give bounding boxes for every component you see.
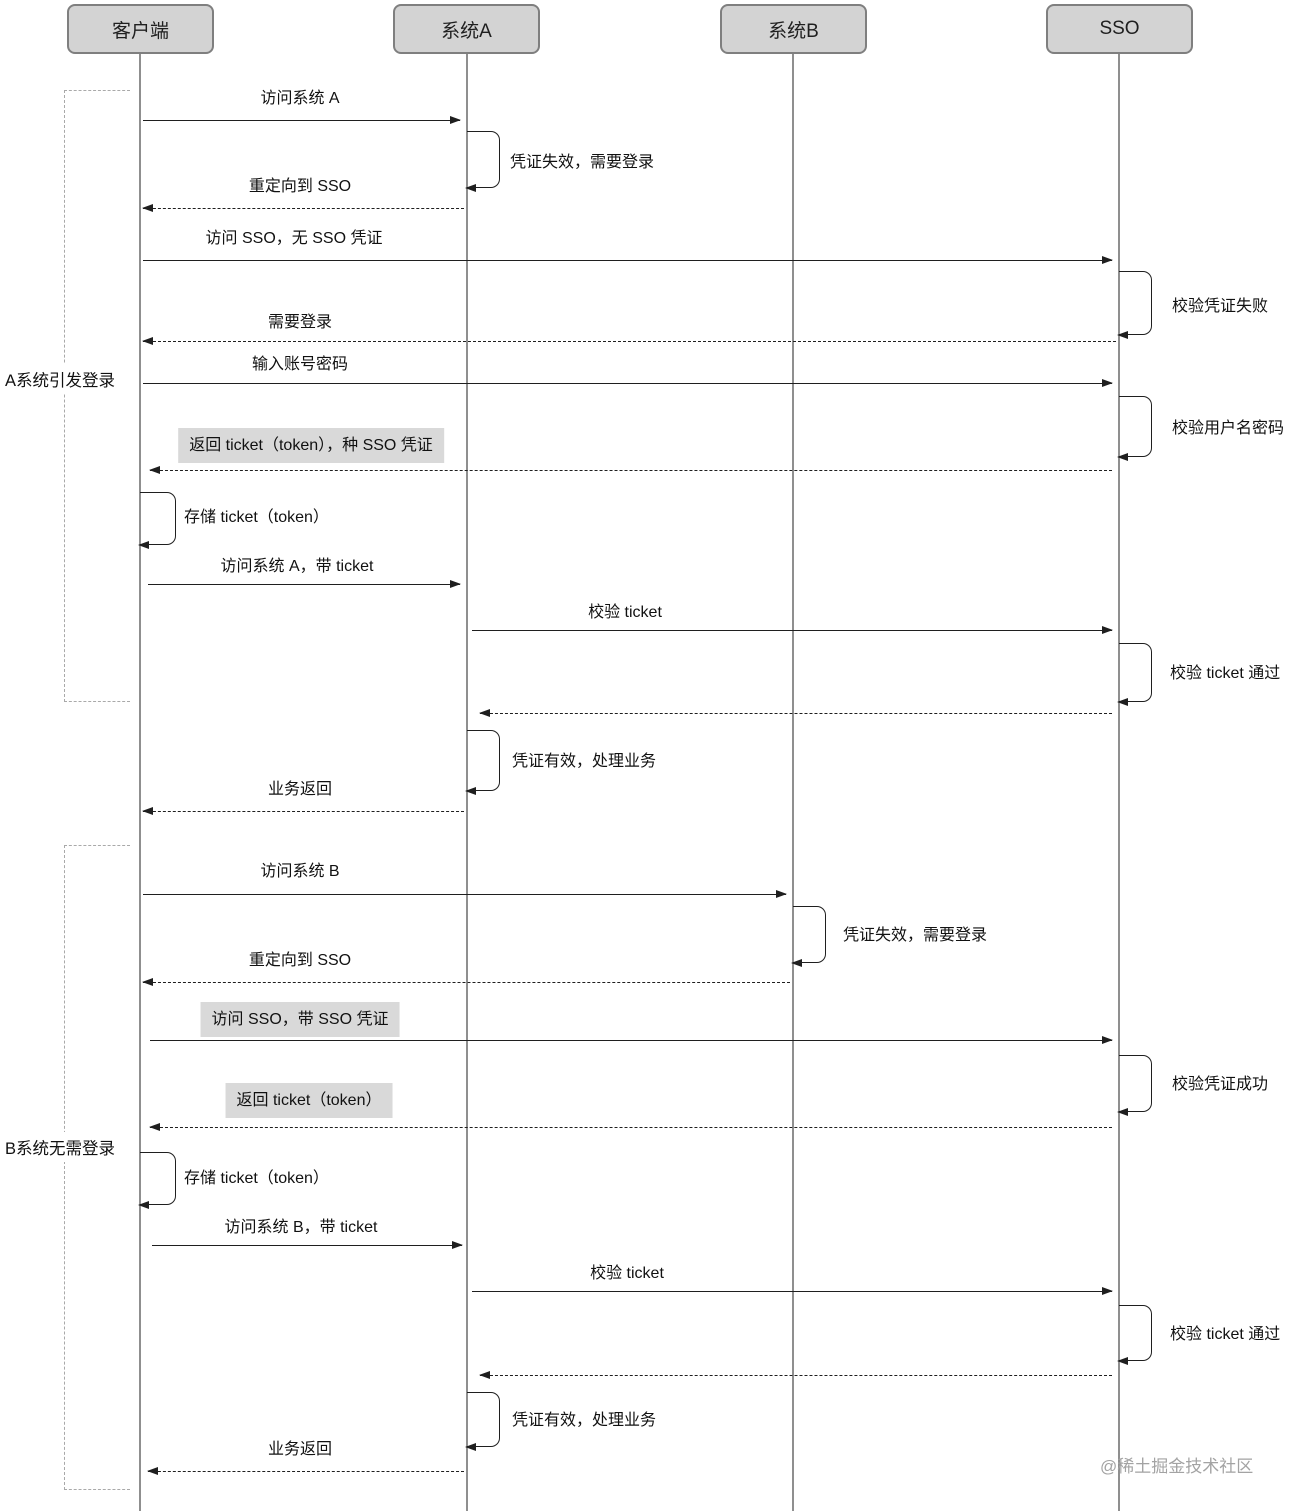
- self-message-label: 校验 ticket 通过: [1170, 665, 1281, 682]
- message-label: 访问 SSO，无 SSO 凭证: [205, 230, 383, 247]
- actor-client: 客户端: [67, 4, 214, 54]
- message-label: 校验 ticket: [588, 604, 662, 621]
- actor-system-b: 系统B: [720, 4, 867, 54]
- lifeline-client: [139, 54, 141, 1511]
- message-label-highlighted: 返回 ticket（token），种 SSO 凭证: [178, 428, 444, 463]
- self-message-label: 凭证有效，处理业务: [512, 753, 657, 770]
- message-label: 业务返回: [267, 1441, 333, 1458]
- message-label: 访问系统 B，带 ticket: [224, 1219, 378, 1236]
- actor-system-a: 系统A: [393, 4, 540, 54]
- message-label: 访问系统 B: [260, 863, 340, 880]
- self-message-loop: [1117, 643, 1152, 706]
- self-message-label: 存储 ticket（token）: [184, 509, 329, 526]
- self-message-loop: [138, 1152, 176, 1209]
- message-label: 重定向到 SSO: [248, 178, 352, 195]
- self-message-label: 校验用户名密码: [1172, 420, 1285, 437]
- message-label: 校验 ticket: [590, 1265, 664, 1282]
- self-message-label: 凭证有效，处理业务: [512, 1412, 657, 1429]
- message-label: 访问系统 A: [260, 90, 340, 107]
- message-label: 访问系统 A，带 ticket: [220, 558, 374, 575]
- annotation-label-a: A系统引发登录: [4, 364, 117, 394]
- self-message-label: 校验凭证失败: [1172, 298, 1269, 315]
- lifeline-system-b: [792, 54, 794, 1511]
- annotation-bracket-a: [64, 90, 130, 702]
- message-label-highlighted: 访问 SSO，带 SSO 凭证: [200, 1002, 400, 1037]
- message-label: 输入账号密码: [251, 356, 349, 373]
- message-label-highlighted: 返回 ticket（token）: [225, 1083, 393, 1118]
- self-message-label: 校验 ticket 通过: [1170, 1326, 1281, 1343]
- watermark: @稀土掘金技术社区: [1100, 1457, 1254, 1476]
- self-message-loop: [465, 131, 500, 192]
- actor-sso: SSO: [1046, 4, 1193, 54]
- self-message-loop: [465, 730, 500, 795]
- self-message-label: 存储 ticket（token）: [184, 1170, 329, 1187]
- message-label: 业务返回: [267, 781, 333, 798]
- annotation-bracket-b: [64, 845, 130, 1490]
- self-message-loop: [1117, 1305, 1152, 1365]
- self-message-loop: [1117, 271, 1152, 339]
- self-message-loop: [1117, 1055, 1152, 1116]
- message-label: 重定向到 SSO: [248, 952, 352, 969]
- self-message-label: 凭证失效，需要登录: [510, 154, 655, 171]
- self-message-label: 凭证失效，需要登录: [843, 927, 988, 944]
- self-message-label: 校验凭证成功: [1172, 1076, 1269, 1093]
- message-label: 需要登录: [267, 314, 333, 331]
- self-message-loop: [1117, 396, 1152, 461]
- self-message-loop: [791, 906, 826, 967]
- lifeline-sso: [1118, 54, 1120, 1511]
- self-message-loop: [138, 492, 176, 549]
- annotation-label-b: B系统无需登录: [4, 1132, 117, 1162]
- self-message-loop: [465, 1392, 500, 1451]
